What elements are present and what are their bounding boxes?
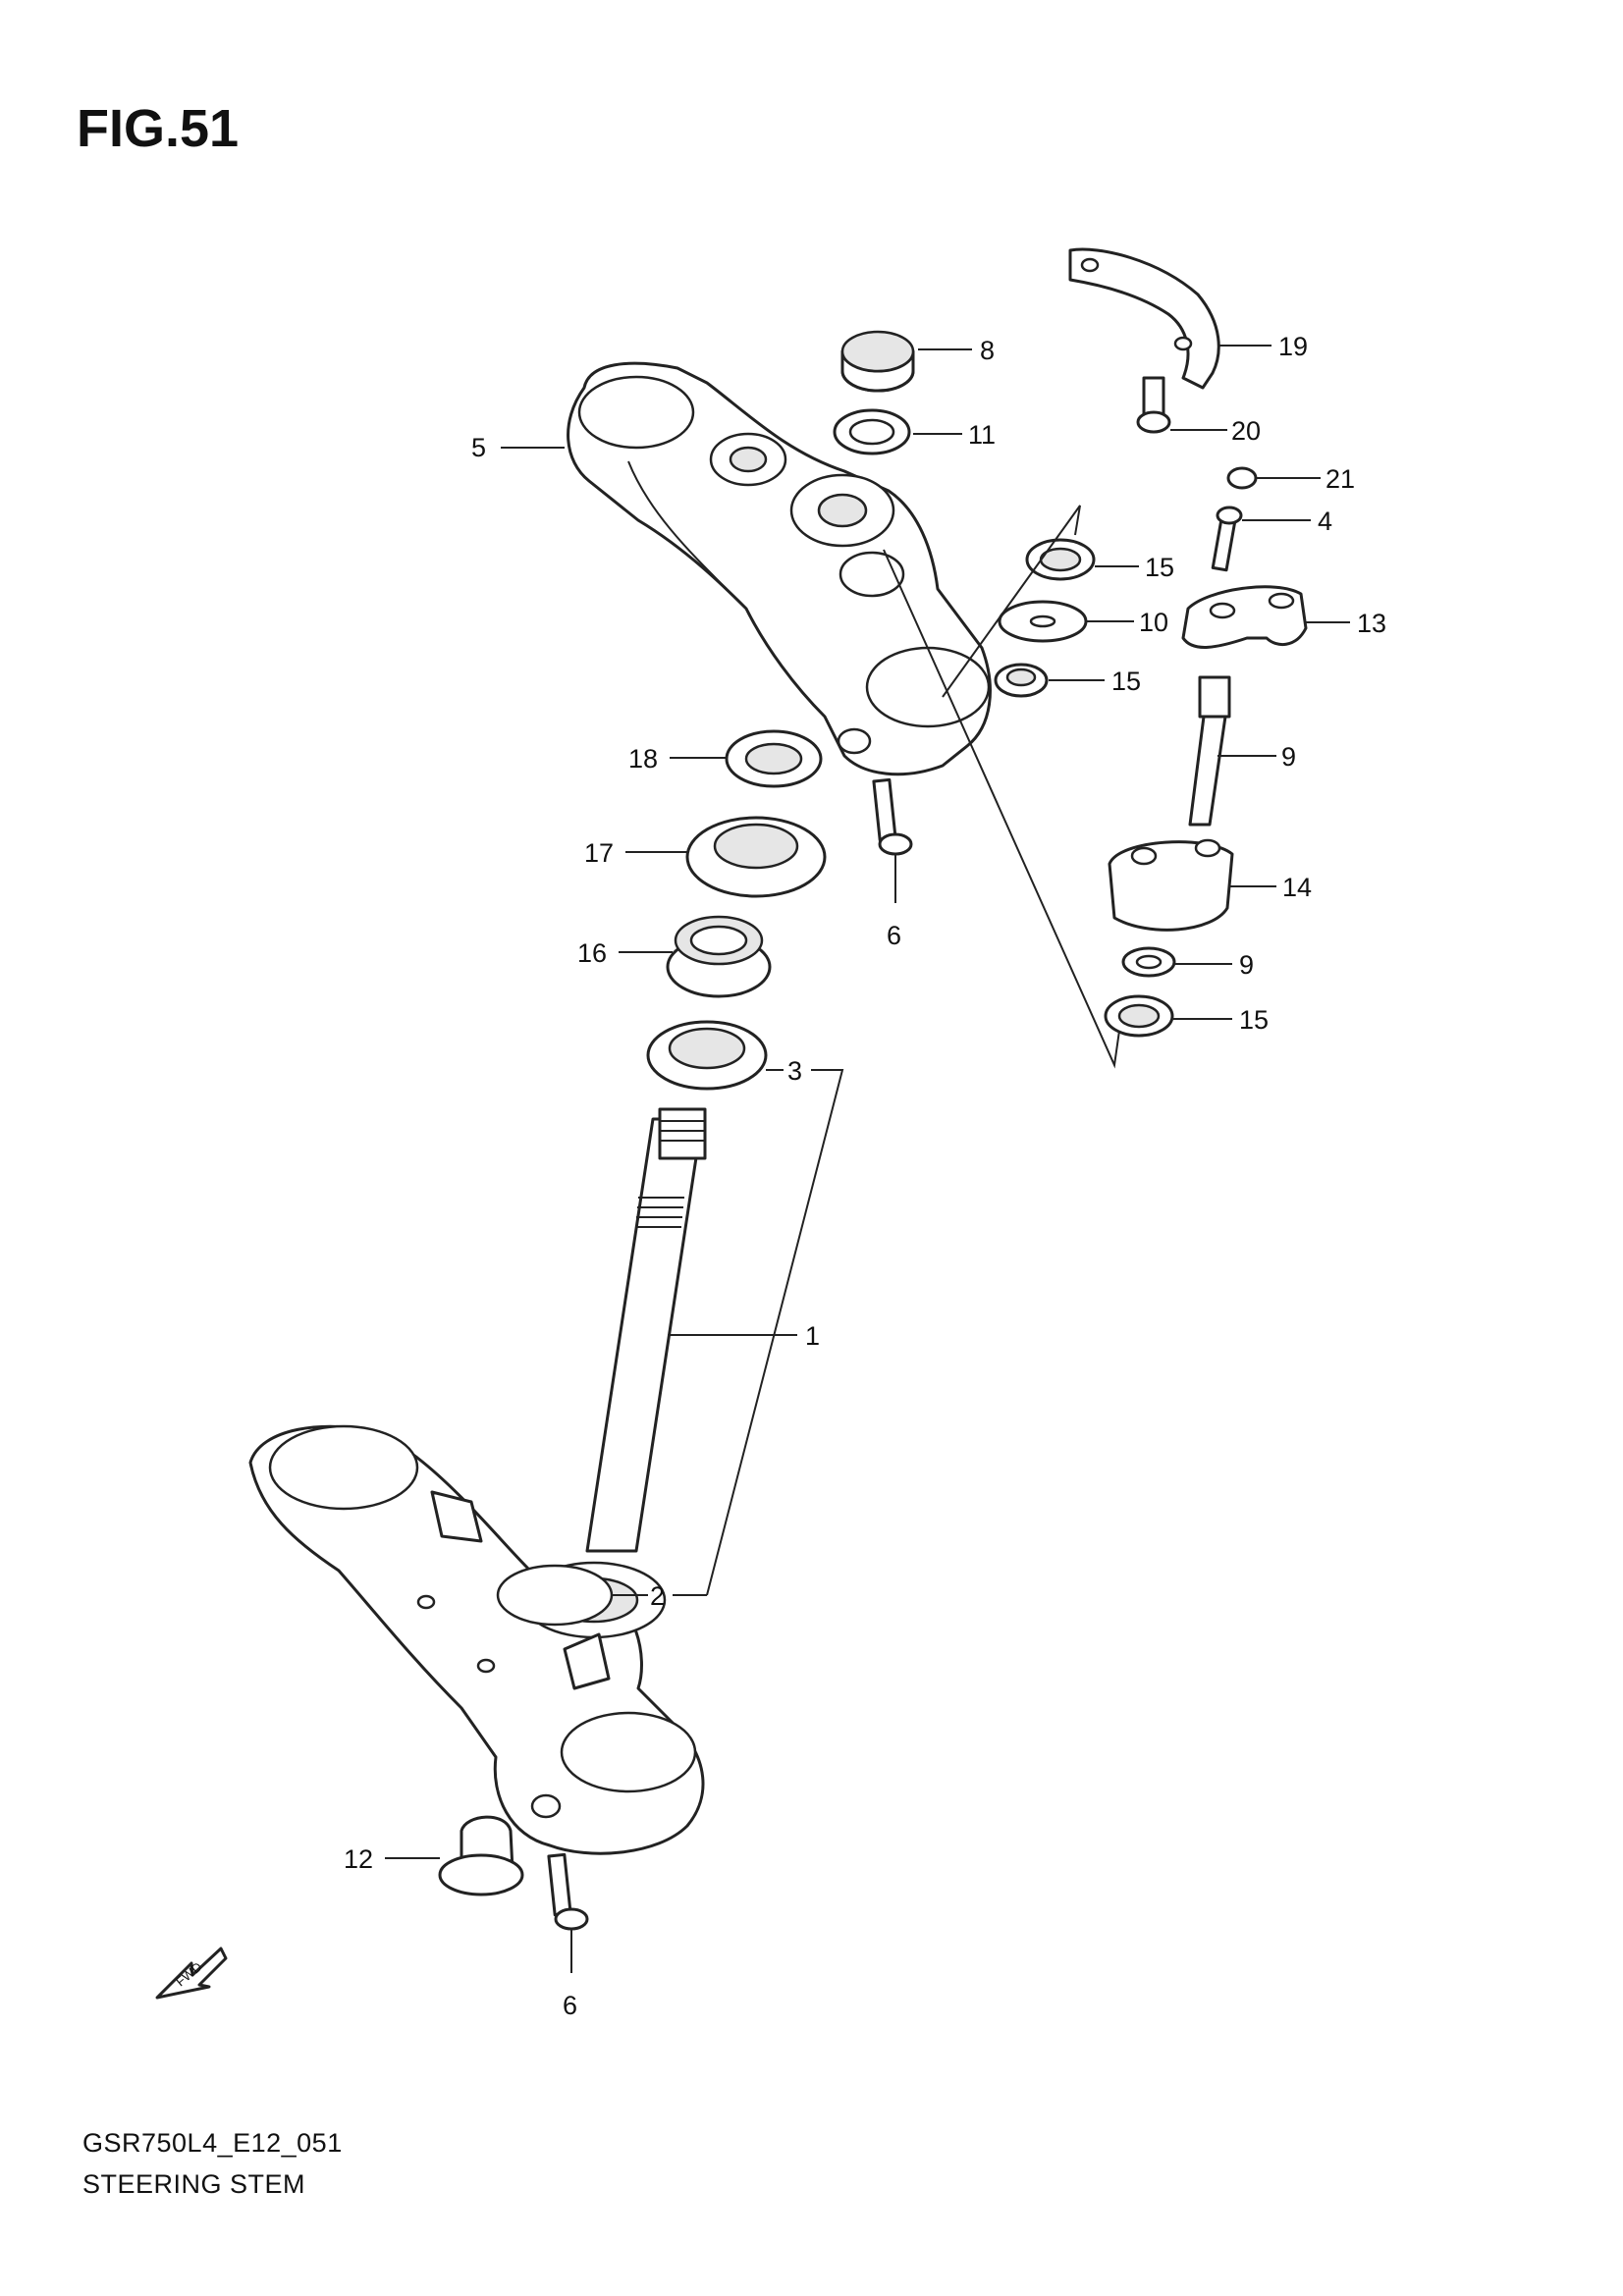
callout-1-label: 1 xyxy=(805,1321,820,1351)
callout-8-label: 8 xyxy=(980,336,995,365)
upper-bracket-part xyxy=(567,361,992,776)
callout-17-label: 16 xyxy=(577,938,607,968)
callout-9-label: 9 xyxy=(1239,950,1254,980)
callout-6-upper-label: 6 xyxy=(887,921,901,950)
nut-19 xyxy=(725,729,823,788)
callout-5-label: 5 xyxy=(471,433,486,462)
callout-15-lower-label: 15 xyxy=(1239,1005,1269,1035)
callout-6-lower-label: 6 xyxy=(563,1991,577,2020)
callout-3: 3 xyxy=(706,1056,844,1596)
callout-7: 9 xyxy=(1217,742,1296,772)
callout-21: 20 xyxy=(1170,416,1261,446)
stem-thread-top xyxy=(660,1120,705,1142)
callout-18-label: 17 xyxy=(584,838,614,868)
callout-3-label: 3 xyxy=(787,1056,802,1086)
callout-11-label: 11 xyxy=(968,420,996,450)
callout-20: 19 xyxy=(1217,332,1308,361)
callout-14-label: 14 xyxy=(1282,873,1312,902)
callout-18: 17 xyxy=(584,838,687,868)
callout-6-upper: 6 xyxy=(887,854,901,950)
callout-22: 21 xyxy=(1257,464,1355,494)
callout-15-upper: 15 xyxy=(1095,553,1174,582)
washer-11 xyxy=(833,408,911,455)
bolt-6-lower xyxy=(547,1852,589,1931)
washer-9 xyxy=(1121,946,1176,978)
callout-13-label: 13 xyxy=(1357,609,1386,638)
plug-22 xyxy=(1226,466,1258,490)
diagram-code: GSR750L4_E12_051 xyxy=(82,2128,343,2158)
bolt-21 xyxy=(1136,376,1171,434)
seal-15-upper xyxy=(1025,538,1096,581)
callout-6-lower: 6 xyxy=(563,1929,577,2020)
nut-16 xyxy=(994,663,1049,698)
forward-direction-arrow: FWD xyxy=(155,1947,228,2000)
cap-12 xyxy=(438,1815,524,1896)
callout-19: 18 xyxy=(628,744,727,774)
washer-10 xyxy=(998,600,1088,643)
callout-19-label: 18 xyxy=(628,744,658,774)
callout-8: 8 xyxy=(918,336,995,365)
callout-10: 10 xyxy=(1087,608,1168,637)
callout-14: 14 xyxy=(1229,873,1312,902)
callout-16: 15 xyxy=(1049,667,1141,696)
cap-8 xyxy=(840,330,915,393)
callout-5: 5 xyxy=(471,433,565,462)
callout-7-label: 9 xyxy=(1281,742,1296,772)
callout-4-label: 4 xyxy=(1318,507,1332,536)
callout-4: 4 xyxy=(1242,507,1332,536)
callout-11: 11 xyxy=(913,420,996,450)
stem-thread-mid xyxy=(635,1197,684,1228)
callout-12-label: 12 xyxy=(344,1844,373,1874)
callout-20-label: 19 xyxy=(1278,332,1308,361)
bolt-6-upper xyxy=(872,777,913,856)
callout-15-lower: 15 xyxy=(1173,1005,1269,1035)
screw-4 xyxy=(1211,506,1243,572)
race-3 xyxy=(646,1020,768,1091)
holder-upper-13 xyxy=(1181,585,1308,649)
callout-13: 13 xyxy=(1306,609,1386,638)
callout-2-label: 2 xyxy=(650,1581,665,1611)
seal-2 xyxy=(496,1564,614,1627)
callout-2: 2 xyxy=(612,1581,707,1611)
seal-15-lower xyxy=(1104,994,1174,1038)
callout-15-upper-label: 15 xyxy=(1145,553,1174,582)
steering-stem-part xyxy=(585,1107,707,1553)
seal-18 xyxy=(685,816,827,898)
diagram-name: STEERING STEM xyxy=(82,2169,306,2199)
bearing-17 xyxy=(666,915,772,998)
callout-9: 9 xyxy=(1174,950,1254,980)
callout-10-label: 10 xyxy=(1139,608,1168,637)
callout-22-label: 21 xyxy=(1325,464,1355,494)
callout-16-label: 15 xyxy=(1111,667,1141,696)
bolt-7 xyxy=(1188,675,1231,827)
callout-1: 1 xyxy=(668,1321,820,1351)
callout-21-label: 20 xyxy=(1231,416,1261,446)
holder-lower-14 xyxy=(1108,838,1234,932)
assembly-guide-lines xyxy=(883,505,1120,1069)
figure-title: FIG.51 xyxy=(77,99,240,158)
callout-12: 12 xyxy=(344,1844,440,1874)
callout-17: 16 xyxy=(577,938,673,968)
bracket-20 xyxy=(1068,247,1220,390)
